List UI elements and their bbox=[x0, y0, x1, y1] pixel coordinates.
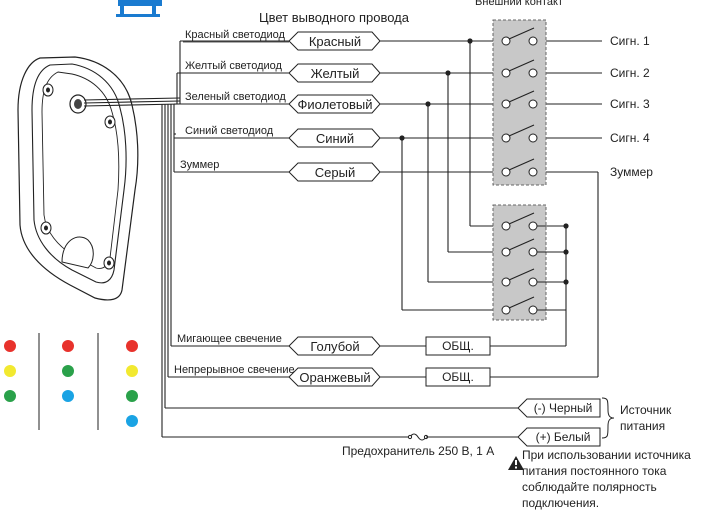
svg-text:(-) Черный: (-) Черный bbox=[534, 401, 593, 415]
output-sig1: Сигн. 1 bbox=[610, 34, 650, 48]
svg-text:Голубой: Голубой bbox=[310, 339, 359, 354]
wire-color-tag: Фиолетовый bbox=[288, 94, 381, 114]
wire-color-tag: Желтый bbox=[288, 63, 381, 83]
led-legend bbox=[4, 333, 138, 430]
relay-switch bbox=[501, 27, 538, 46]
relay-switch bbox=[501, 268, 538, 287]
warning-icon bbox=[508, 456, 524, 470]
wire-color-tag: Оранжевый bbox=[288, 367, 381, 387]
output-sig3: Сигн. 3 bbox=[610, 97, 650, 111]
wire-bundle bbox=[161, 41, 181, 437]
led-dot-yellow bbox=[126, 365, 138, 377]
relay-switch bbox=[501, 212, 538, 231]
led-dot-red bbox=[4, 340, 16, 352]
yellow-led-label: Желтый светодиод bbox=[185, 60, 283, 72]
relay-switch bbox=[501, 158, 538, 177]
cropped-title-fragment bbox=[116, 0, 162, 17]
svg-text:ОБЩ.: ОБЩ. bbox=[442, 339, 474, 353]
device-illustration bbox=[17, 56, 181, 301]
wire-color-tag: Синий bbox=[288, 128, 381, 148]
svg-text:Желтый: Желтый bbox=[311, 66, 360, 81]
svg-text:Серый: Серый bbox=[315, 165, 355, 180]
relay-switch bbox=[501, 59, 538, 78]
wire-color-tag: Серый bbox=[288, 162, 381, 182]
led-dot-green bbox=[62, 365, 74, 377]
branch-lines bbox=[399, 38, 498, 311]
led-dot-green bbox=[126, 390, 138, 402]
relay-switch bbox=[501, 296, 538, 315]
led-dot-blue bbox=[126, 415, 138, 427]
power-source-label-2: питания bbox=[620, 419, 665, 433]
external-contact-title: Внешний контакт bbox=[475, 0, 563, 8]
svg-text:Оранжевый: Оранжевый bbox=[299, 370, 370, 385]
relay-bank-lower bbox=[492, 204, 569, 346]
common-box: ОБЩ. bbox=[425, 336, 491, 356]
power-neg-tag: (-) Черный bbox=[517, 398, 601, 418]
svg-text:Синий: Синий bbox=[316, 131, 354, 146]
wire-color-title: Цвет выводного провода bbox=[259, 10, 410, 25]
green-led-label: Зеленый светодиод bbox=[185, 91, 286, 103]
led-dot-red bbox=[62, 340, 74, 352]
fuse-label: Предохранитель 250 В, 1 А bbox=[342, 444, 494, 458]
relay-bank-upper bbox=[492, 19, 547, 186]
red-led-label: Красный светодиод bbox=[185, 29, 286, 41]
output-sig2: Сигн. 2 bbox=[610, 66, 650, 80]
label-underlines bbox=[172, 41, 289, 378]
relay-switch bbox=[501, 124, 538, 143]
steady-label: Непрерывное свечение bbox=[174, 364, 295, 376]
power-source-label: Источник bbox=[620, 403, 672, 417]
buzzer-label: Зуммер bbox=[180, 159, 219, 171]
warning-text-line3: соблюдайте полярность bbox=[522, 480, 657, 494]
blue-led-label: Синий светодиод bbox=[185, 125, 274, 137]
power-wires bbox=[162, 397, 615, 441]
led-dot-red bbox=[126, 340, 138, 352]
led-dot-green bbox=[4, 390, 16, 402]
warning-text-line1: При использовании источника bbox=[522, 448, 691, 462]
warning-text-line2: питания постоянного тока bbox=[522, 464, 667, 478]
fuse-symbol bbox=[409, 433, 427, 441]
svg-text:Красный: Красный bbox=[309, 34, 361, 49]
svg-text:Фиолетовый: Фиолетовый bbox=[297, 97, 372, 112]
led-dot-yellow bbox=[4, 365, 16, 377]
led-dot-blue bbox=[62, 390, 74, 402]
relay-switch bbox=[501, 90, 538, 109]
wire-color-tag: Красный bbox=[288, 31, 381, 51]
wire-color-tag: Голубой bbox=[288, 336, 381, 356]
common-box: ОБЩ. bbox=[425, 367, 491, 387]
output-buzzer: Зуммер bbox=[610, 165, 653, 179]
power-pos-tag: (+) Белый bbox=[517, 427, 601, 447]
relay-switch bbox=[501, 238, 538, 257]
output-sig4: Сигн. 4 bbox=[610, 131, 650, 145]
svg-text:(+) Белый: (+) Белый bbox=[536, 430, 591, 444]
flashing-label: Мигающее свечение bbox=[177, 333, 282, 345]
svg-text:ОБЩ.: ОБЩ. bbox=[442, 370, 474, 384]
warning-text-line4: подключения. bbox=[522, 496, 599, 510]
